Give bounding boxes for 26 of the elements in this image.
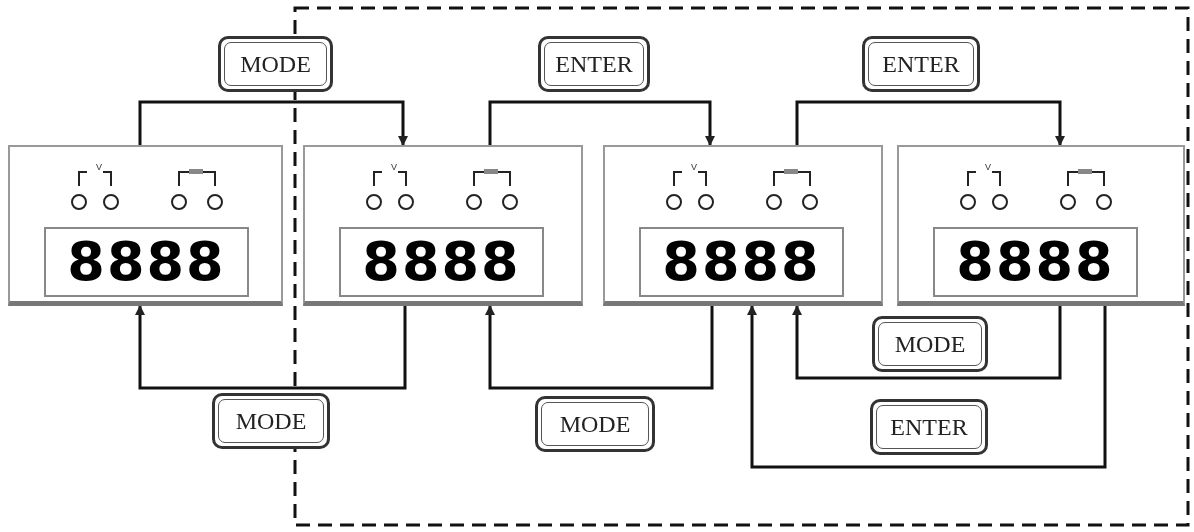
arrow — [488, 100, 715, 146]
digit-display: 8888 — [44, 227, 249, 297]
arrow — [485, 305, 714, 390]
display-panel — [8, 145, 283, 306]
arrow — [135, 305, 407, 390]
indicator-label: V — [391, 163, 397, 172]
arrow — [792, 305, 1062, 380]
indicator-label: V — [985, 163, 991, 172]
arrow — [795, 100, 1065, 146]
key-button: ENTER — [538, 36, 650, 92]
arrow — [747, 305, 1107, 469]
key-button: ENTER — [870, 399, 988, 455]
display-panel — [603, 145, 883, 306]
display-panel — [897, 145, 1185, 306]
indicator-label: V — [691, 163, 697, 172]
display-panel — [303, 145, 583, 306]
key-button: MODE — [218, 36, 333, 92]
key-button: MODE — [535, 396, 655, 452]
key-button: ENTER — [862, 36, 980, 92]
digit-display: 8888 — [639, 227, 844, 297]
key-button: MODE — [212, 393, 330, 449]
arrow — [138, 100, 408, 146]
digit-display: 8888 — [339, 227, 544, 297]
digit-display: 8888 — [933, 227, 1138, 297]
key-button: MODE — [872, 316, 988, 372]
indicator-label: V — [96, 163, 102, 172]
